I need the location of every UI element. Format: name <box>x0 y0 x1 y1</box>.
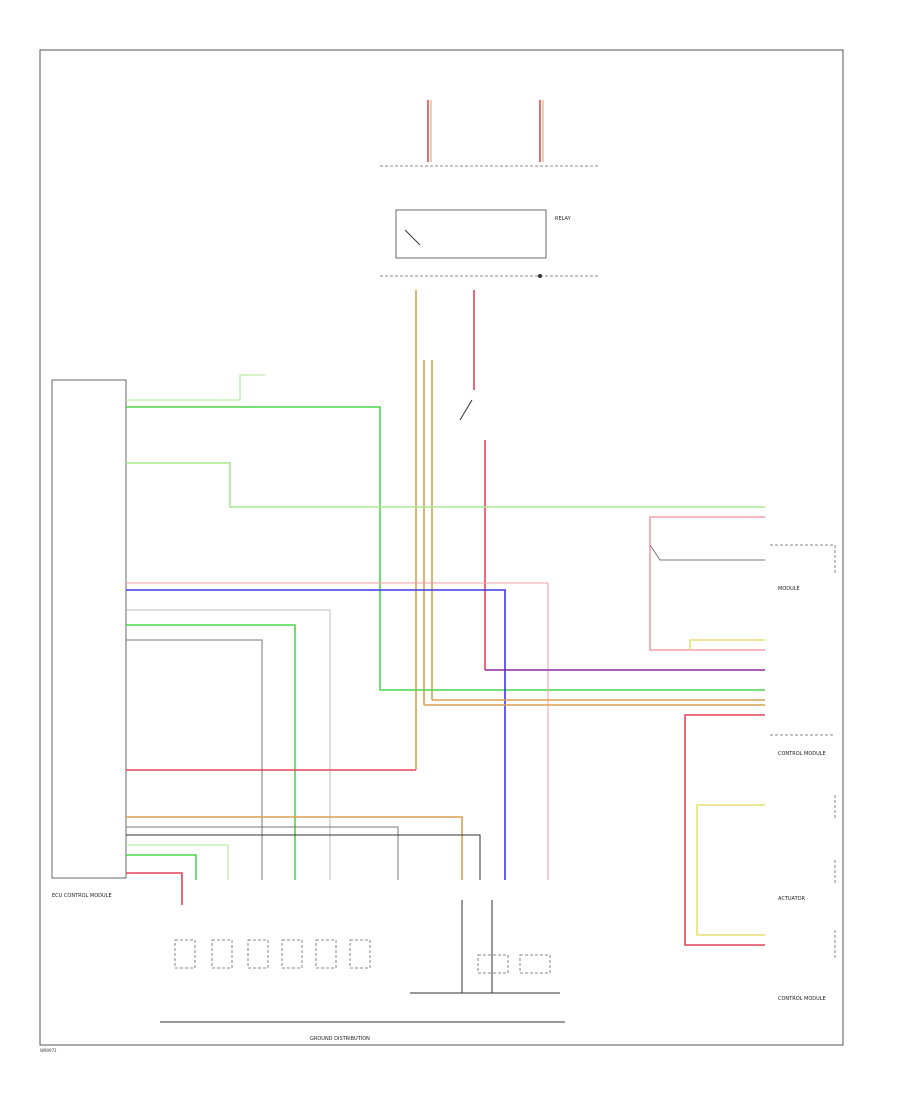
relay-label: RELAY <box>555 216 572 222</box>
wire-red-short <box>126 872 183 905</box>
switch-contact <box>459 399 473 421</box>
right-module-label-1: MODULE <box>778 586 800 592</box>
wire-pink-mid <box>126 582 549 880</box>
relay-ground <box>538 274 542 278</box>
wire-gray-right <box>649 544 765 561</box>
ecu-label: ECU CONTROL MODULE <box>52 893 112 899</box>
wire-lightgray-1 <box>126 609 331 880</box>
relay-box <box>395 209 547 259</box>
relay-switch <box>404 229 421 246</box>
wire-yellow-loop <box>696 804 765 936</box>
wire-green-right <box>126 462 765 508</box>
right-module-label-2: CONTROL MODULE <box>778 751 826 757</box>
wire-orange-down <box>126 816 463 880</box>
wire-gray-down <box>126 639 263 880</box>
wire-pink-right <box>649 516 765 651</box>
wire-gray-down-2 <box>126 826 399 880</box>
wire-blue <box>126 589 506 880</box>
wire-lightgreen-down <box>126 844 229 880</box>
wire-red-right <box>684 714 765 946</box>
wire-green-short <box>126 854 197 880</box>
right-module-label-3: ACTUATOR <box>778 896 806 902</box>
bottom-sensors <box>174 939 551 974</box>
wire-can-lightgreen <box>126 374 265 401</box>
diagram-frame <box>39 49 844 1046</box>
top-fuse-right <box>539 100 544 162</box>
wire-green-down <box>126 624 296 880</box>
top-fuse-left <box>427 100 432 162</box>
wire-can-green-1 <box>126 406 765 691</box>
ground-distribution-label: GROUND DISTRIBUTION <box>310 1036 370 1042</box>
right-module-label-4: CONTROL MODULE <box>778 996 826 1002</box>
wire-black-down <box>126 834 481 880</box>
wire-yellow-right <box>689 639 765 650</box>
ecu-module-box <box>51 379 127 879</box>
diagram-code: W90971 <box>40 1048 57 1053</box>
